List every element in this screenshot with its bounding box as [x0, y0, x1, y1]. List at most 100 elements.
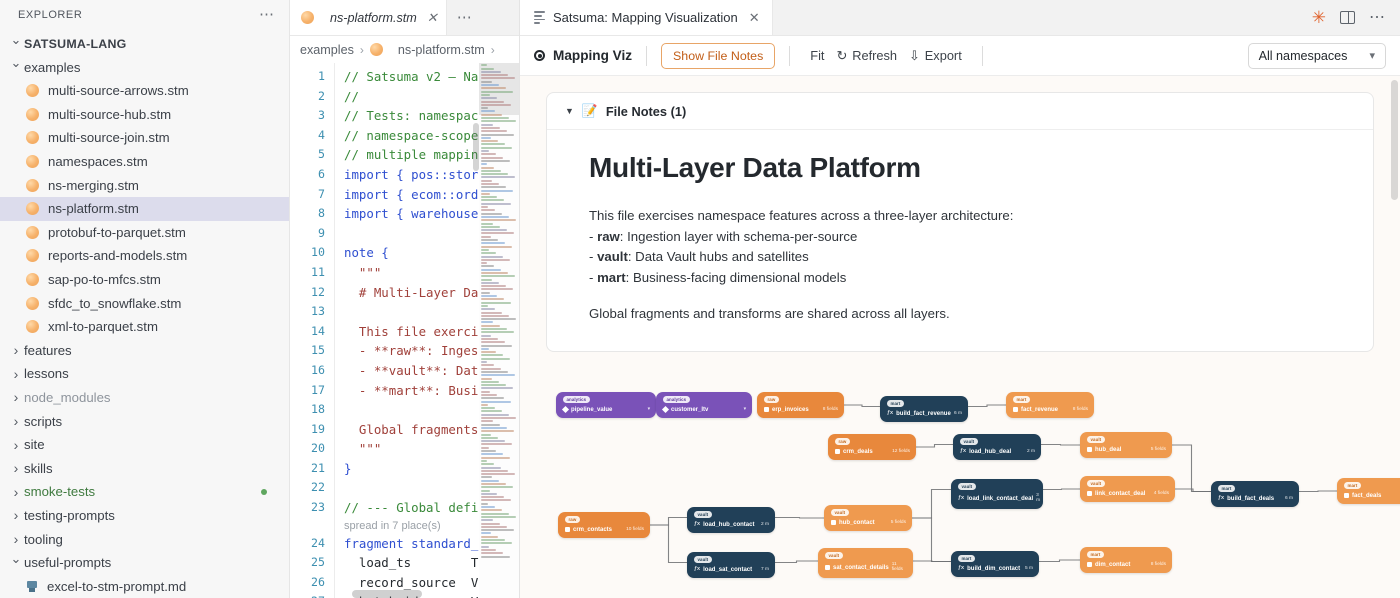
minimap-line [481, 453, 503, 456]
tree-item-multi-source-arrows-stm[interactable]: multi-source-arrows.stm [0, 79, 289, 103]
tree-item-testing-prompts[interactable]: testing-prompts [0, 504, 289, 528]
tree-item-smoke-tests[interactable]: smoke-tests [0, 480, 289, 504]
refresh-button[interactable]: ↻ Refresh [830, 44, 903, 68]
export-button[interactable]: ⇩ Export [903, 44, 968, 68]
minimap-line [481, 67, 494, 70]
mapping-viz-mode[interactable]: Mapping Viz [534, 48, 632, 63]
code-lens[interactable]: spread in 7 place(s) [344, 519, 441, 532]
tree-item-reports-and-models-stm[interactable]: reports-and-models.stm [0, 244, 289, 268]
node-label: build_fact_deals [1227, 495, 1275, 502]
minimap[interactable] [479, 63, 519, 598]
editor-tab-ns-platform[interactable]: ns-platform.stm ✕ [290, 0, 447, 35]
minimap-line [481, 337, 498, 340]
viz-vertical-scrollbar[interactable] [1391, 80, 1398, 200]
notes-bullet-list: - raw: Ingestion layer with schema-per-s… [589, 227, 1331, 289]
viz-tab-mapping-visualization[interactable]: Satsuma: Mapping Visualization ✕ [520, 0, 773, 35]
node-label: load_hub_contact [703, 521, 755, 528]
node-label: crm_contacts [573, 526, 613, 533]
minimap-line [481, 222, 493, 225]
tree-item-useful-prompts[interactable]: useful-prompts [0, 551, 289, 575]
line-number: 11 [311, 264, 325, 279]
node-label: load_sat_contact [703, 566, 753, 573]
editor-vertical-scrollbar[interactable] [473, 123, 479, 171]
minimap-line [481, 430, 514, 433]
tree-item-ns-platform-stm[interactable]: ns-platform.stm [0, 196, 289, 221]
node-label: link_contact_deal [1095, 490, 1146, 497]
breadcrumb-item-file[interactable]: ns-platform.stm [397, 42, 485, 57]
minimap-line [481, 248, 489, 251]
editor-actions-ellipsis-icon[interactable]: ⋯ [456, 8, 473, 26]
tree-root-satsuma-lang[interactable]: SATSUMA-LANG [0, 32, 289, 56]
tree-item-sfdc-to-snowflake-stm[interactable]: sfdc_to_snowflake.stm [0, 291, 289, 315]
tree-item-examples[interactable]: examples [0, 55, 289, 79]
stm-file-icon [26, 155, 39, 169]
minimap-line [481, 272, 508, 274]
namespace-filter-select[interactable]: All namespaces ▾ [1247, 42, 1386, 69]
tree-item-namespaces-stm[interactable]: namespaces.stm [0, 150, 289, 174]
tree-item-skills[interactable]: skills [0, 456, 289, 480]
breadcrumb-item-examples[interactable]: examples [300, 42, 354, 57]
minimap-line [481, 374, 515, 377]
viz-canvas[interactable]: ▼ 📝 File Notes (1) Multi-Layer Data Plat… [520, 76, 1400, 598]
tree-item-sap-po-to-mfcs-stm[interactable]: sap-po-to-mfcs.stm [0, 268, 289, 292]
tree-item-scripts[interactable]: scripts [0, 409, 289, 433]
close-icon[interactable]: ✕ [426, 9, 438, 25]
minimap-line [481, 298, 504, 301]
node-label: sat_contact_details [833, 564, 889, 571]
close-icon[interactable]: ✕ [748, 9, 760, 25]
tree-item-multi-source-hub-stm[interactable]: multi-source-hub.stm [0, 103, 289, 127]
ellipsis-icon[interactable]: ⋯ [1369, 8, 1386, 26]
file-notes-header[interactable]: ▼ 📝 File Notes (1) [547, 93, 1373, 130]
split-editor-icon[interactable] [1340, 11, 1355, 24]
tree-item-tooling[interactable]: tooling [0, 527, 289, 551]
fit-button[interactable]: Fit [804, 44, 830, 67]
tree-item-site[interactable]: site [0, 433, 289, 457]
editor-horizontal-scrollbar[interactable] [334, 590, 519, 598]
minimap-line [481, 239, 498, 242]
ellipsis-icon[interactable]: ⋯ [259, 5, 275, 23]
tree-item-excel-to-stm-prompt-md[interactable]: excel-to-stm-prompt.md [0, 574, 289, 598]
tree-item-ns-merging-stm[interactable]: ns-merging.stm [0, 173, 289, 197]
chevron-right-icon [8, 389, 24, 405]
minimap-line [481, 361, 487, 364]
namespace-tag: analytics [563, 396, 590, 404]
triangle-down-icon[interactable]: ▼ [565, 106, 574, 116]
tree-item-multi-source-join-stm[interactable]: multi-source-join.stm [0, 126, 289, 150]
toolbar-divider [789, 45, 791, 66]
minimap-line [481, 420, 493, 423]
tree-item-node-modules[interactable]: node_modules [0, 386, 289, 410]
tree-item-features[interactable]: features [0, 338, 289, 362]
line-number: 13 [311, 304, 325, 319]
code-line: note { [344, 245, 389, 261]
tree-item-xml-to-parquet-stm[interactable]: xml-to-parquet.stm [0, 315, 289, 339]
minimap-line [481, 206, 488, 209]
tree-item-lessons[interactable]: lessons [0, 362, 289, 386]
asterisk-icon[interactable]: ✳ [1311, 8, 1326, 27]
code-content[interactable]: // Satsuma v2 — Na//// Tests: namespac//… [334, 63, 519, 598]
show-file-notes-button[interactable]: Show File Notes [661, 42, 776, 69]
code-line: fragment standard_ [344, 535, 479, 551]
tree-item-protobuf-to-parquet-stm[interactable]: protobuf-to-parquet.stm [0, 221, 289, 245]
code-line: - **raw**: Inges [344, 343, 479, 359]
